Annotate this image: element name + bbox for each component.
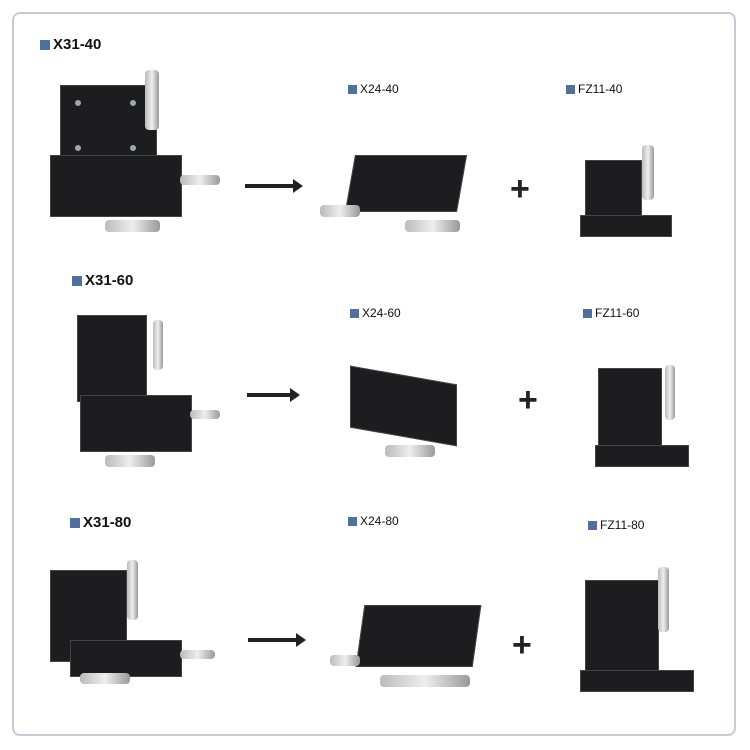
x-stage-image-1 (315, 145, 480, 240)
combo-label-1: X31-40 (40, 36, 101, 53)
arrow-icon (247, 388, 300, 402)
z-stage-label-1: FZ11-40 (566, 82, 622, 96)
label-square-icon (40, 39, 50, 50)
image-frame (12, 12, 736, 736)
z-stage-image-2 (595, 360, 695, 470)
z-stage-label-3: FZ11-80 (588, 518, 644, 532)
plus-icon: + (510, 170, 530, 208)
label-square-icon (583, 308, 592, 318)
x-stage-name: X24-80 (360, 514, 399, 528)
label-square-icon (348, 516, 357, 526)
z-stage-image-1 (580, 145, 680, 240)
z-stage-name: FZ11-40 (578, 82, 623, 96)
combo-stage-image-1 (45, 65, 235, 245)
label-square-icon (588, 520, 597, 530)
label-square-icon (350, 308, 359, 318)
plus-icon: + (512, 626, 532, 664)
x-stage-name: X24-60 (362, 306, 401, 320)
combo-name: X31-60 (85, 272, 134, 289)
combo-label-3: X31-80 (70, 514, 131, 531)
x-stage-label-3: X24-80 (348, 514, 399, 528)
label-square-icon (348, 84, 357, 94)
z-stage-image-3 (580, 565, 695, 695)
z-stage-label-2: FZ11-60 (583, 306, 639, 320)
combo-stage-image-3 (45, 555, 225, 695)
plus-icon: + (518, 381, 538, 419)
arrow-icon (245, 179, 303, 193)
z-stage-name: FZ11-80 (600, 518, 645, 532)
x-stage-label-1: X24-40 (348, 82, 399, 96)
x-stage-image-2 (325, 365, 475, 465)
x-stage-name: X24-40 (360, 82, 399, 96)
x-stage-image-3 (325, 600, 490, 695)
combo-name: X31-80 (83, 514, 132, 531)
label-square-icon (566, 84, 575, 94)
arrow-icon (248, 633, 306, 647)
z-stage-name: FZ11-60 (595, 306, 640, 320)
combo-label-2: X31-60 (72, 272, 133, 289)
label-square-icon (72, 275, 82, 286)
combo-name: X31-40 (53, 36, 102, 53)
x-stage-label-2: X24-60 (350, 306, 401, 320)
label-square-icon (70, 517, 80, 528)
combo-stage-image-2 (65, 310, 235, 470)
